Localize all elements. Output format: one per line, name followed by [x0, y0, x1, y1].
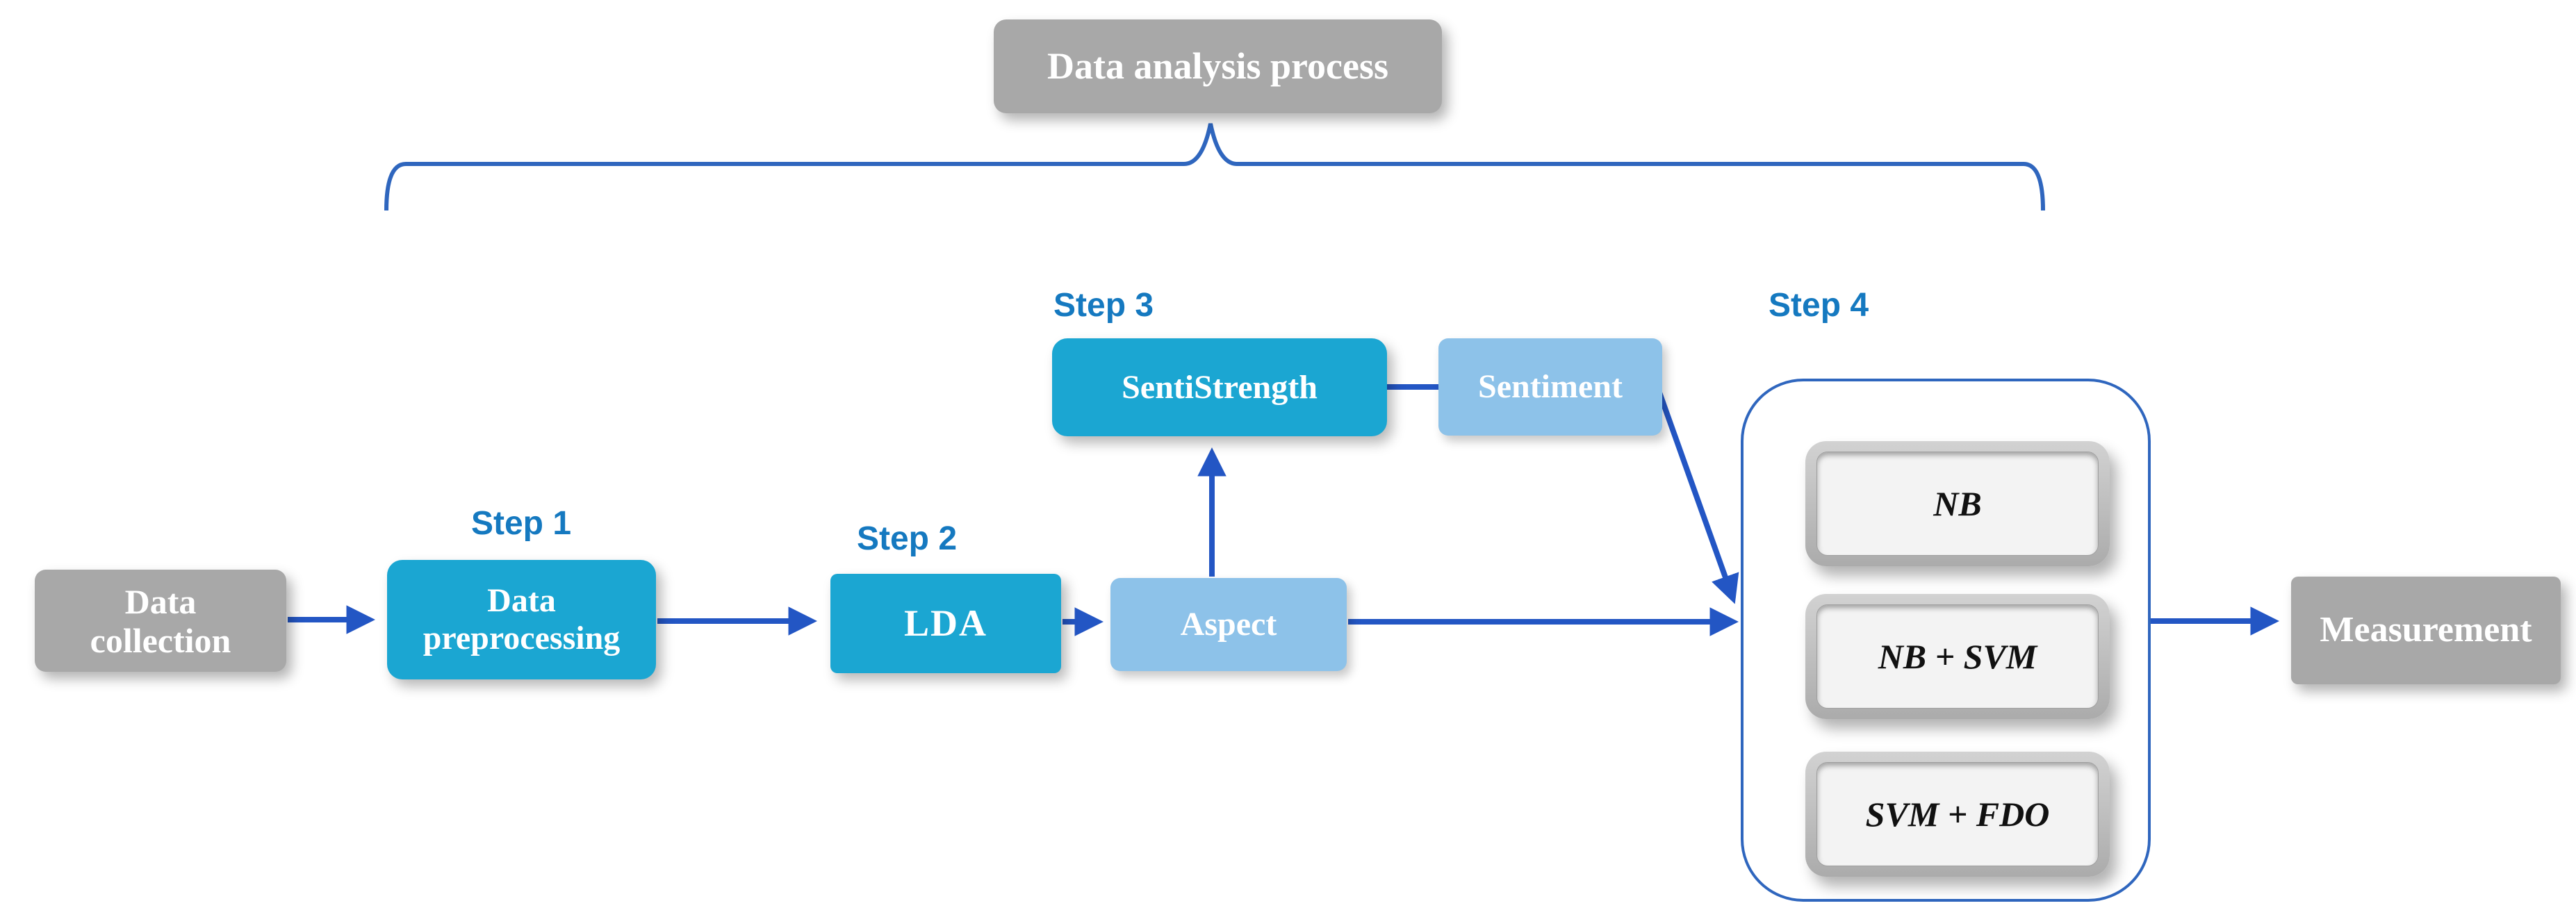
step4-label: Step 4 — [1769, 287, 1869, 324]
step3-label: Step 3 — [1053, 287, 1154, 324]
classifier-nb: NB — [1805, 441, 2110, 566]
aspect-box: Aspect — [1110, 578, 1347, 671]
data-preprocessing-box: Data preprocessing — [387, 560, 656, 679]
data-collection-box: Data collection — [35, 570, 286, 672]
classifier-nb-svm-label: NB + SVM — [1816, 604, 2099, 709]
title-box: Data analysis process — [994, 19, 1442, 113]
classifier-nb-label: NB — [1816, 452, 2099, 556]
step2-label: Step 2 — [856, 520, 958, 557]
measurement-box: Measurement — [2291, 577, 2561, 684]
step4-container — [1741, 379, 2151, 902]
lda-box: LDA — [830, 574, 1061, 673]
classifier-svm-fdo-label: SVM + FDO — [1816, 762, 2099, 866]
classifier-nb-svm: NB + SVM — [1805, 594, 2110, 719]
brace-connector — [384, 123, 2045, 211]
arrow-sentiment-to-step4 — [1657, 391, 1739, 604]
step1-label: Step 1 — [470, 505, 572, 542]
sentistrength-box: SentiStrength — [1052, 338, 1387, 436]
classifier-svm-fdo: SVM + FDO — [1805, 752, 2110, 877]
sentiment-box: Sentiment — [1438, 338, 1662, 436]
